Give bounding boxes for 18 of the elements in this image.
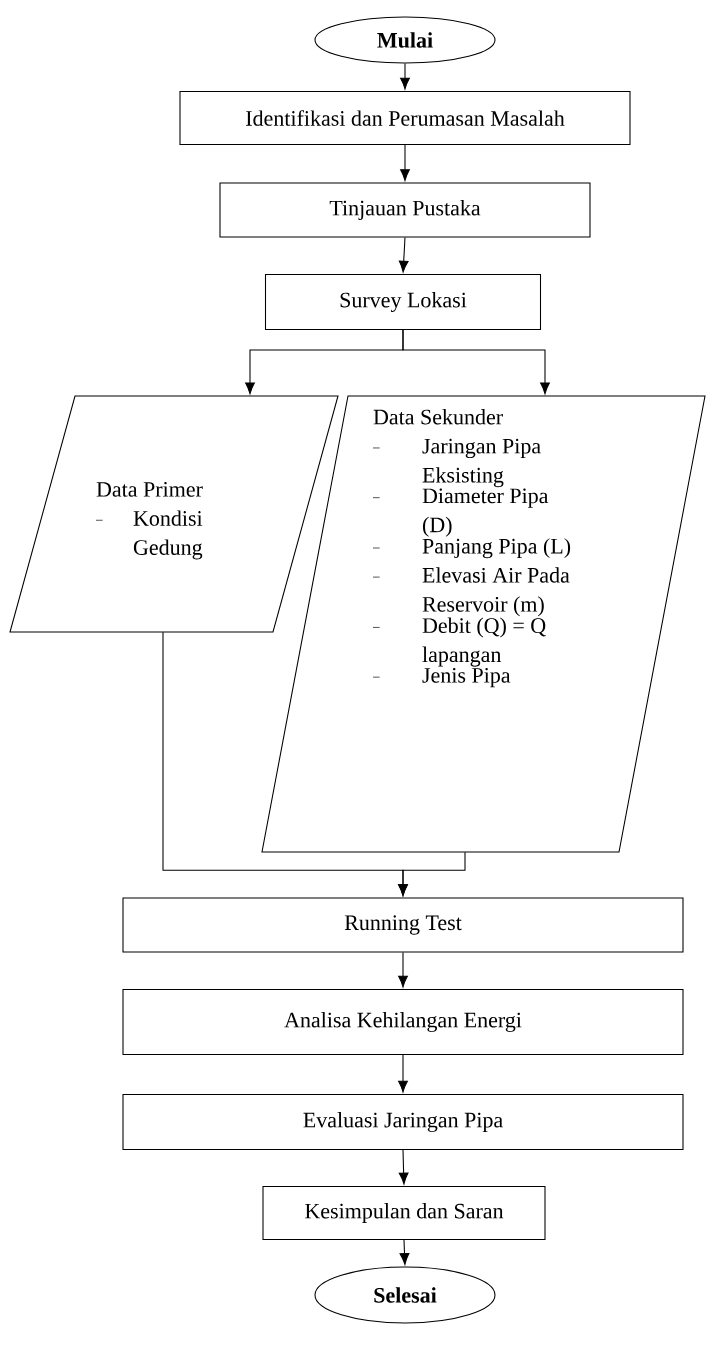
data-parallelogram: Data Sekunder Jaringan Pipa Eksisting Diameter Pipa (D) Panjang Pipa (L) Elevasi Air Pada Reservoir (m) Debit (Q) = Q lapangan Jenis Pipa bbox=[261, 395, 706, 853]
arrow bbox=[402, 329, 550, 395]
arrow bbox=[398, 237, 409, 273]
process-box: Evaluasi Jaringan Pipa bbox=[122, 1093, 684, 1151]
arrow bbox=[398, 1054, 408, 1093]
arrow bbox=[398, 952, 408, 988]
arrow bbox=[400, 63, 410, 90]
data-parallelogram: Data Primer Kondisi Gedung bbox=[9, 395, 339, 633]
process-box: Identifikasi dan Perumasan Masalah bbox=[179, 91, 631, 146]
process-box: Survey Lokasi bbox=[264, 273, 542, 331]
arrow bbox=[399, 1239, 410, 1265]
process-box: Running Test bbox=[122, 897, 684, 953]
process-box: Tinjauan Pustaka bbox=[219, 182, 591, 238]
process-box: Analisa Kehilangan Energi bbox=[122, 988, 684, 1056]
arrow bbox=[398, 851, 466, 896]
process-box: Kesimpulan dan Saran bbox=[262, 1185, 546, 1241]
arrow bbox=[398, 1149, 409, 1185]
arrow bbox=[400, 144, 410, 181]
